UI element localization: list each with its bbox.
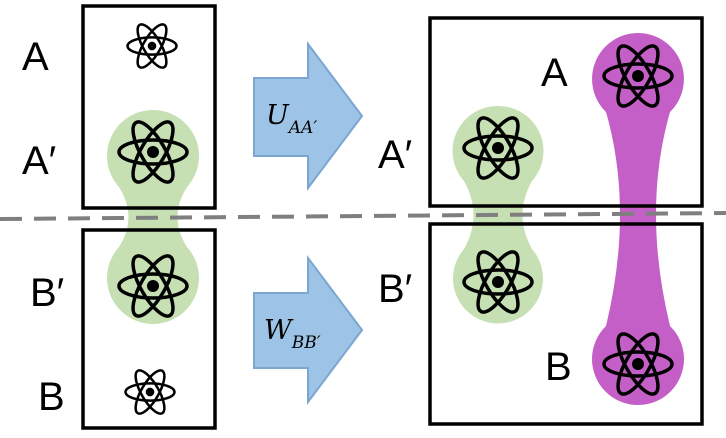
operator-U-subscript: AA′ — [287, 118, 318, 138]
arrow-W-operator: WBB′ — [253, 255, 364, 405]
atom-icon — [124, 365, 176, 419]
box-bottom-left — [81, 228, 217, 430]
label-B-prime-left: B′ — [30, 271, 64, 315]
right-entanglement-blob-purple — [592, 33, 684, 406]
svg-text:WBB′: WBB′ — [264, 315, 321, 353]
right-arrow — [253, 255, 364, 405]
atom-icon — [126, 19, 178, 73]
label-A-prime-right: A′ — [378, 133, 412, 177]
operator-U-symbol: U — [266, 100, 290, 131]
arrow-U-operator: UAA′ — [253, 41, 364, 191]
label-A-prime-left: A′ — [22, 139, 56, 183]
label-B-prime-right: B′ — [378, 267, 412, 311]
partition-dashed-line — [0, 211, 726, 221]
label-B-right: B — [545, 345, 572, 389]
label-A-right: A — [541, 51, 568, 95]
right-arrow — [253, 41, 364, 191]
label-B-left: B — [38, 375, 65, 419]
box-top-left — [81, 4, 217, 210]
box-top-right — [428, 16, 704, 208]
svg-text:UAA′: UAA′ — [266, 100, 317, 138]
box-bottom-right — [428, 222, 704, 426]
label-A-left: A — [22, 35, 49, 79]
right-entanglement-blob-green — [452, 105, 544, 324]
operator-W-subscript: BB′ — [291, 333, 321, 353]
operator-W-symbol: W — [264, 315, 294, 346]
